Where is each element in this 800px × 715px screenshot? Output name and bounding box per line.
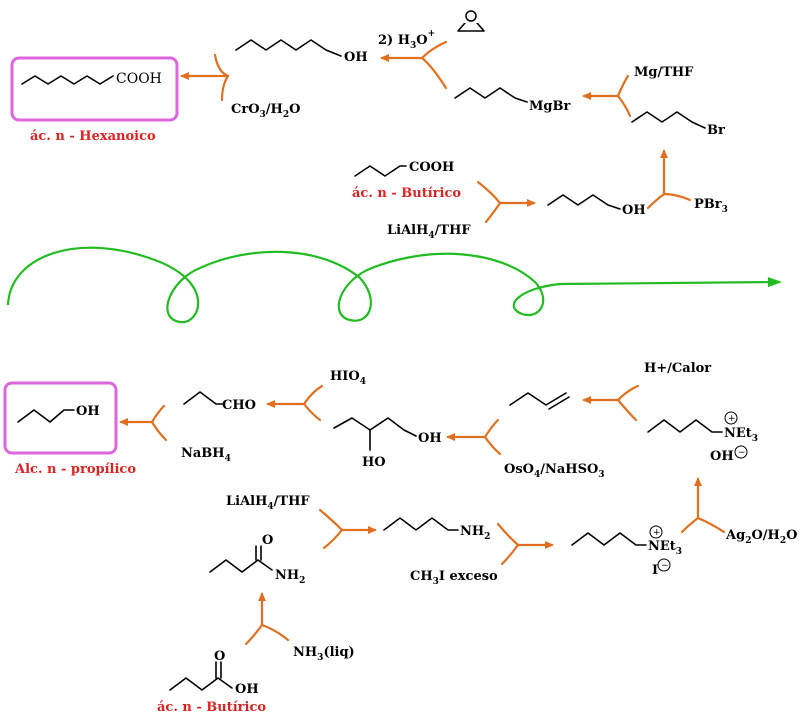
acid-oh-label: OH [235, 682, 259, 697]
minus-charge-icon [734, 445, 748, 459]
bromination-arrow [646, 149, 692, 210]
butyric-cooh-label-top: COOH [409, 160, 454, 175]
ag2o-label: Ag2O/H2O [725, 528, 797, 546]
diol-oh-label: OH [418, 431, 442, 446]
amine-nh2-label: NH2 [460, 524, 490, 542]
nabh4-label: NaBH4 [181, 446, 231, 464]
target-box [10, 56, 179, 122]
mgbr-label: MgBr [529, 99, 570, 114]
net3-label-top: NEt3 [724, 426, 758, 444]
plus-sign: + [728, 414, 736, 424]
heat-label: H+/Calor [644, 361, 711, 376]
hexanoic-chain [21, 75, 114, 85]
mg-thf-label: Mg/THF [634, 65, 694, 80]
oxidation-arrow [180, 53, 230, 102]
hofmann-elimination-arrow [582, 384, 640, 422]
hydrolysis-label: 2) H3O+ [378, 29, 435, 51]
reduction-arrow-2 [318, 508, 377, 550]
plus-sign-2: + [653, 528, 661, 538]
butanol-chain [547, 194, 621, 210]
grignard-addition-arrow [380, 40, 448, 90]
hio4-arrow [266, 384, 324, 422]
oso4-arrow [446, 418, 502, 456]
reduction-arrow-1 [476, 180, 536, 224]
oso4-label: OsO4/NaHSO3 [504, 462, 605, 480]
propanol-oh-label: OH [76, 404, 100, 419]
hio4-label: HIO4 [330, 369, 366, 387]
propanol-target: OH [3, 381, 118, 455]
minus-sign: − [738, 448, 746, 458]
butene-chain [509, 392, 567, 406]
hexanoic-cooh-label: COOH [116, 71, 162, 87]
minus-sign-2: − [661, 561, 669, 571]
lialh4-label-2: LiAlH4/THF [226, 494, 310, 512]
butanol-oh-label: OH [622, 203, 646, 218]
ag2o-arrow [680, 477, 726, 534]
ammonium-iodide-chain [571, 532, 647, 546]
net3-label-bottom: NEt3 [648, 539, 682, 557]
nabh4-arrow [119, 404, 168, 442]
butylmagnesium-chain [454, 87, 528, 103]
ammonium-hydroxide-chain [647, 419, 723, 433]
butyric-acid-name-top: ác. n - Butírico [352, 186, 461, 201]
butyric-acid-chain-bottom [169, 677, 233, 691]
nh3-label: NH3(liq) [293, 645, 355, 663]
minus-charge-icon-2 [657, 558, 671, 572]
iodide-label: I [652, 563, 658, 578]
propanol-name: Alc. n - propílico [14, 462, 136, 477]
propanol-chain [17, 409, 75, 423]
butyl-bromide-chain [631, 111, 706, 129]
butanamide-chain [209, 559, 273, 573]
amide-o-label: O [262, 533, 273, 548]
hexanoic-acid-target: COOH [10, 56, 179, 122]
propanal-chain [183, 391, 223, 405]
butene-double-bond [548, 396, 570, 410]
epoxide-icon [457, 10, 485, 32]
methylation-arrow [496, 522, 554, 566]
br-label: Br [707, 123, 725, 138]
amidation-arrow [244, 592, 290, 646]
plus-charge-icon [724, 411, 738, 425]
hexanoic-acid-name: ác. n - Hexanoico [30, 129, 156, 144]
butyric-acid-chain-top [354, 165, 407, 177]
acid-o-label: O [214, 649, 225, 664]
plus-charge-icon-2 [649, 525, 663, 539]
oxidation-reagent-label: CrO3/H2O [231, 102, 300, 120]
amide-nh2-label: NH2 [275, 568, 305, 586]
grignard-formation-arrow [582, 74, 632, 118]
propanal-cho-label: CHO [222, 398, 256, 413]
lialh4-label-1: LiAlH4/THF [387, 223, 471, 241]
hexanol-oh-label: OH [344, 50, 368, 65]
diol-chain [333, 417, 417, 437]
butylamine-chain [383, 517, 459, 531]
diol-ho-label: HO [362, 455, 386, 470]
hydroxide-label: OH [710, 449, 734, 464]
target-box-bottom [3, 381, 118, 455]
ch3i-label: CH3I exceso [410, 569, 498, 587]
transition-loop-arrow [6, 246, 782, 324]
pbr3-label: PBr3 [694, 197, 728, 215]
hexanol-chain [235, 39, 342, 57]
butyric-acid-name-bottom: ác. n - Butírico [157, 700, 266, 715]
